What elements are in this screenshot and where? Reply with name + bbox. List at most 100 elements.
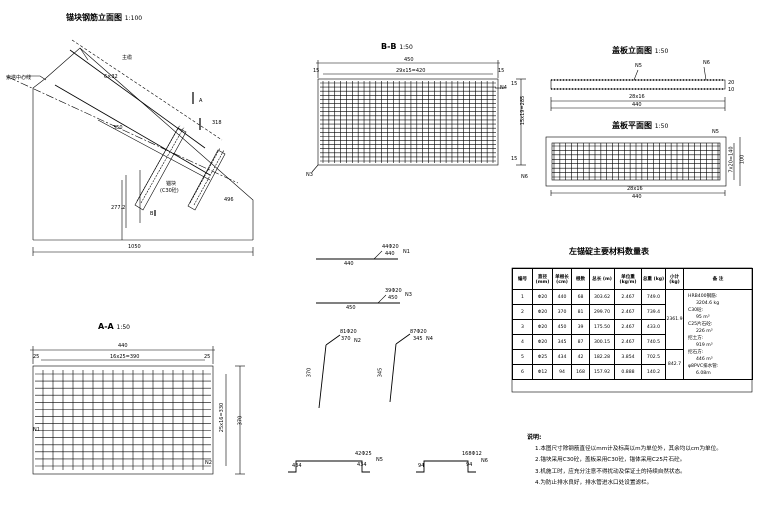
table-cell: 42 (571, 349, 590, 365)
table-row: 5 Φ25 434 42 182.28 3.854 702.5 842.7 (512, 349, 753, 380)
table-cell: 2.467 (614, 304, 642, 320)
aa-section (30, 346, 245, 475)
remark-line: 226 m³ (696, 328, 713, 334)
n1-spec: 44Φ20 (382, 244, 399, 250)
n2-length: 370 (341, 336, 351, 342)
n3-length: 450 (388, 295, 398, 301)
note-item: 3.机施工时，应充分注意不得扰动及保证土的持续自然状态。 (535, 468, 686, 475)
remark-line: 446 m³ (696, 356, 713, 362)
bb-n3-label: N3 (306, 172, 313, 178)
n2-vert: 370 (306, 367, 313, 378)
n2-spec: 81Φ20 (340, 329, 357, 335)
table-cell: Φ20 (532, 319, 553, 335)
dim-1050: 1050 (128, 244, 141, 250)
table-cell: 81 (571, 304, 590, 320)
table-cell: 2.467 (614, 334, 642, 350)
remark-line: C25片石砼: (688, 321, 713, 327)
table-cell: 739.4 (641, 304, 666, 320)
table-cell: 39 (571, 319, 590, 335)
cable-line (69, 49, 206, 149)
table-cell: 450 (552, 319, 572, 335)
table-title: 左锚碇主要材料数量表 (569, 247, 649, 256)
aa-side-total: 370 (237, 415, 244, 426)
table-header: 备 注 (683, 268, 753, 290)
notes-title: 说明: (527, 434, 542, 441)
table-header: 单根长 (cm) (552, 268, 572, 290)
note-item: 4.为防止排水良好，排水管进水口处设置滤栏。 (535, 480, 653, 486)
table-cell: 140.2 (641, 364, 666, 380)
plate-plan-title: 盖板平面图 1:50 (612, 121, 669, 130)
bb-n4-label: N4 (500, 85, 507, 91)
bb-section (311, 60, 526, 173)
table-cell: 6 (512, 364, 533, 380)
dim-6x32: 6×32 (104, 74, 118, 80)
table-cell: 749.0 (641, 289, 666, 305)
aa-n2-label: N2 (205, 460, 212, 466)
table-cell: 2.467 (614, 289, 642, 305)
table-header: 单位重 (kg/m) (614, 268, 642, 290)
n2-label: N2 (354, 338, 361, 344)
section-mark-b: B (150, 211, 154, 217)
aa-n1-label: N1 (33, 427, 40, 433)
bb-rebar-grid (320, 81, 496, 163)
table-cell: 5 (512, 349, 533, 365)
elevation-title: 锚块钢筋立面图 1:100 (66, 13, 143, 22)
plate-plan (545, 136, 741, 196)
table-cell: 87 (571, 334, 590, 350)
note-item: 2.锚块采用C30砼，盖板采用C30砼，锚体采用C25片石砼。 (535, 457, 686, 463)
subtotal-1: 2361.9 (665, 289, 684, 350)
table-header-row: 编号 直径 (mm) 单根长 (cm) 根数 总长 (m) 单位重 (kg/m)… (512, 268, 753, 290)
remarks-cell: HRB400钢筋: 3204.6 kg C30砼: 95 m³ C25片石砼: … (683, 289, 753, 380)
anchor-conc-label: (C30砼) (160, 188, 179, 194)
dim-350: 350 (113, 125, 123, 131)
cable-label: 主缆 (122, 55, 133, 61)
plate-elevation (550, 66, 726, 111)
plan-dim-140: 7x20=140 (728, 146, 735, 173)
dim-318: 318 (212, 120, 222, 126)
bb-total-dim: 450 (404, 57, 414, 63)
notes-block: 说明: 1.本图尺寸除钢筋直径以mm计及标高以m为单位外，其余均以cm为单位。 … (527, 432, 722, 490)
plate-n6b-label: N6 (521, 174, 528, 180)
bb-grid-dim: 29x15=420 (396, 68, 426, 74)
table-cell: 702.5 (641, 349, 666, 365)
plan-dim-100: 100 (739, 154, 746, 165)
bb-side-a: 15 (511, 81, 518, 87)
n5-bottom: 434 (292, 463, 302, 469)
table-cell: 299.70 (589, 304, 615, 320)
n4-vert: 345 (377, 367, 384, 378)
table-cell: 345 (552, 334, 572, 350)
n6-spec: 168Φ12 (462, 451, 482, 457)
table-header: 小计 (kg) (665, 268, 684, 290)
table-row: 6 Φ12 94 168 157.92 0.888 140.2 (512, 364, 753, 380)
n3-bottom: 450 (346, 305, 356, 311)
bb-edge-a: 15 (313, 68, 320, 74)
remark-line: 6.08m (696, 370, 711, 376)
section-mark-a: A (199, 98, 203, 104)
center-line (7, 76, 239, 184)
table-cell: 3.854 (614, 349, 642, 365)
n1-bottom: 440 (344, 261, 354, 267)
table-header: 总长 (m) (589, 268, 615, 290)
plate-d20: 20 (728, 80, 735, 86)
aa-edge-a: 25 (33, 354, 40, 360)
table-cell: 94 (552, 364, 572, 380)
n3-label: N3 (405, 292, 412, 298)
table-header: 总重 (kg) (641, 268, 666, 290)
elevation-view (7, 39, 254, 256)
n5-label: N5 (376, 457, 383, 463)
table-cell: 3 (512, 319, 533, 335)
anchor-bars (134, 124, 226, 211)
aa-edge-b: 25 (204, 354, 211, 360)
table-cell: Φ25 (532, 349, 553, 365)
n6-label: N6 (481, 458, 488, 464)
n4-label: N4 (426, 336, 433, 342)
aa-total-dim: 440 (118, 343, 128, 349)
remark-line: 95 m³ (696, 314, 710, 320)
bb-side-b: 15 (511, 156, 518, 162)
anchor-label: 锚块 (166, 181, 177, 187)
table-cell: 434 (552, 349, 572, 365)
table-cell: 0.888 (614, 364, 642, 380)
remark-line: 919 m³ (696, 342, 713, 348)
bb-edge-b: 15 (498, 68, 505, 74)
